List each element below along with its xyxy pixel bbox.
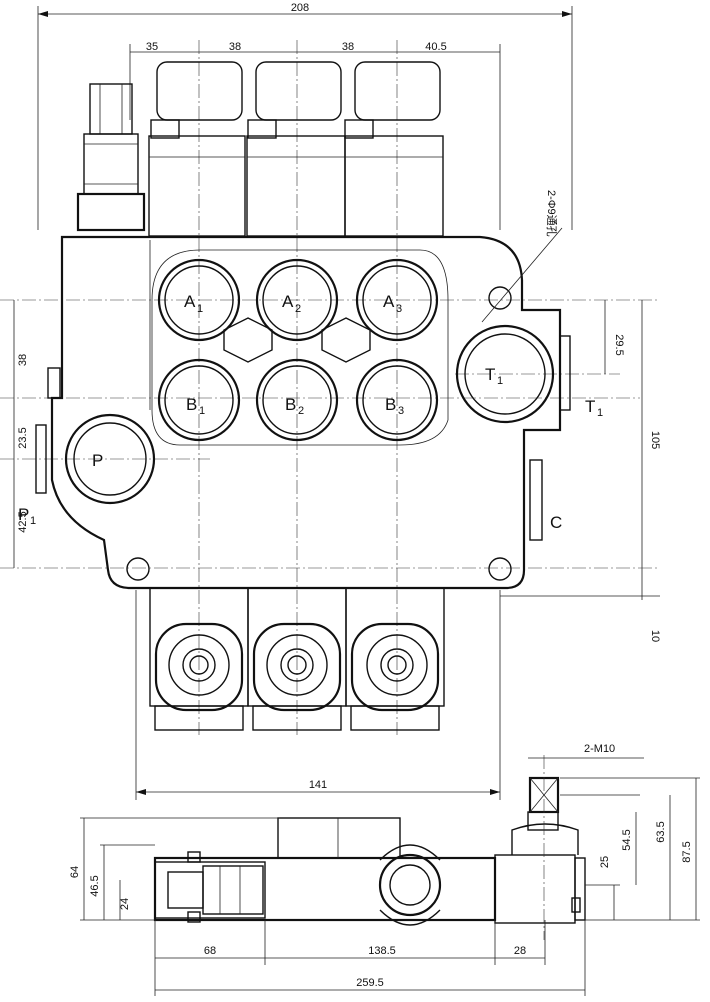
spool-cap-2 (246, 61, 346, 237)
port-b1: B 1 (157, 358, 241, 442)
mount-hole-bottom-left (126, 557, 150, 581)
side-view: 2-M10 64 46.5 24 25 54.5 63.5 87. (69, 743, 700, 996)
dim-bottom-141: 141 (135, 590, 501, 800)
dim-label-right-29-5: 29.5 (613, 334, 625, 355)
dim-overall-width: 208 (37, 2, 573, 230)
dim-label-40-5: 40.5 (425, 41, 446, 53)
port-a2-label: A (282, 292, 294, 311)
valve-body (50, 235, 562, 590)
dim-label-208: 208 (291, 2, 309, 14)
dim-label-38a: 38 (229, 41, 241, 53)
port-b2-label: B (285, 395, 296, 414)
side-dim-bottom: 68 138.5 28 259.5 (154, 920, 586, 996)
dim-label-25: 25 (599, 856, 611, 868)
mount-hole-note: 2-Φ9通孔 (545, 190, 558, 237)
port-a2: A 2 (255, 258, 339, 342)
dim-left: 38 23.5 42.5 (13, 300, 29, 568)
port-a2-sub: 2 (295, 303, 301, 315)
dim-right: 29.5 105 10 (500, 300, 661, 642)
port-t: T 1 (455, 324, 555, 424)
dim-label-138-5: 138.5 (368, 945, 396, 957)
dim-label-28: 28 (514, 945, 526, 957)
dim-label-63-5: 63.5 (655, 821, 667, 842)
dim-label-left-23-5: 23.5 (17, 427, 29, 448)
port-c-label: C (550, 513, 562, 532)
port-a1: A 1 (157, 258, 241, 342)
dim-label-left-38: 38 (17, 354, 29, 366)
dim-label-87-5: 87.5 (681, 841, 693, 862)
dim-label-right-105: 105 (649, 431, 661, 449)
mount-hole-bottom-right (488, 557, 512, 581)
spool-cap-3 (344, 61, 444, 237)
mount-hole-top (488, 286, 512, 310)
dim-label-thread: 2-M10 (584, 743, 615, 755)
spool-end-2 (247, 587, 347, 731)
port-t-label: T (485, 365, 495, 384)
port-b3-sub: 3 (398, 405, 404, 417)
port-b1-label: B (186, 395, 197, 414)
dim-label-left-42-5: 42.5 (17, 511, 29, 532)
side-body (153, 856, 497, 922)
port-a3: A 3 (355, 258, 439, 342)
port-a3-sub: 3 (396, 303, 402, 315)
spool-cap-1 (148, 61, 246, 237)
dim-spool-pitch: 35 38 38 40.5 (129, 41, 501, 230)
dim-label-38b: 38 (342, 41, 354, 53)
dim-label-35: 35 (146, 41, 158, 53)
dim-label-259-5: 259.5 (356, 977, 384, 989)
port-b3: B 3 (355, 358, 439, 442)
port-p: P (64, 413, 156, 505)
port-b3-label: B (385, 395, 396, 414)
spool-end-3 (345, 587, 445, 731)
dim-label-54-5: 54.5 (621, 829, 633, 850)
dim-label-46-5: 46.5 (89, 875, 101, 896)
dim-label-right-10: 10 (649, 630, 661, 642)
side-dim-left: 64 46.5 24 (69, 817, 280, 921)
side-dim-right: 25 54.5 63.5 87.5 (560, 777, 700, 921)
dim-label-68: 68 (204, 945, 216, 957)
port-b1-sub: 1 (199, 405, 205, 417)
port-b2: B 2 (255, 358, 339, 442)
port-a1-label: A (184, 292, 196, 311)
port-a1-sub: 1 (197, 303, 203, 315)
dim-label-24: 24 (119, 898, 131, 910)
port-t1-outer-label: T (585, 397, 595, 416)
dim-label-141: 141 (309, 779, 327, 791)
spool-end-1 (149, 587, 249, 731)
dim-label-64: 64 (69, 866, 81, 878)
port-b2-sub: 2 (298, 405, 304, 417)
relief-valve (76, 83, 146, 232)
port-p1-outer-sub: 1 (30, 515, 36, 527)
port-p-label: P (92, 451, 103, 470)
port-t1-outer-sub: 1 (597, 407, 603, 419)
top-view: 208 35 38 38 40.5 (0, 2, 661, 800)
port-t-sub: 1 (497, 375, 503, 387)
port-a3-label: A (383, 292, 395, 311)
port-p1-outer-label: P (18, 505, 29, 524)
